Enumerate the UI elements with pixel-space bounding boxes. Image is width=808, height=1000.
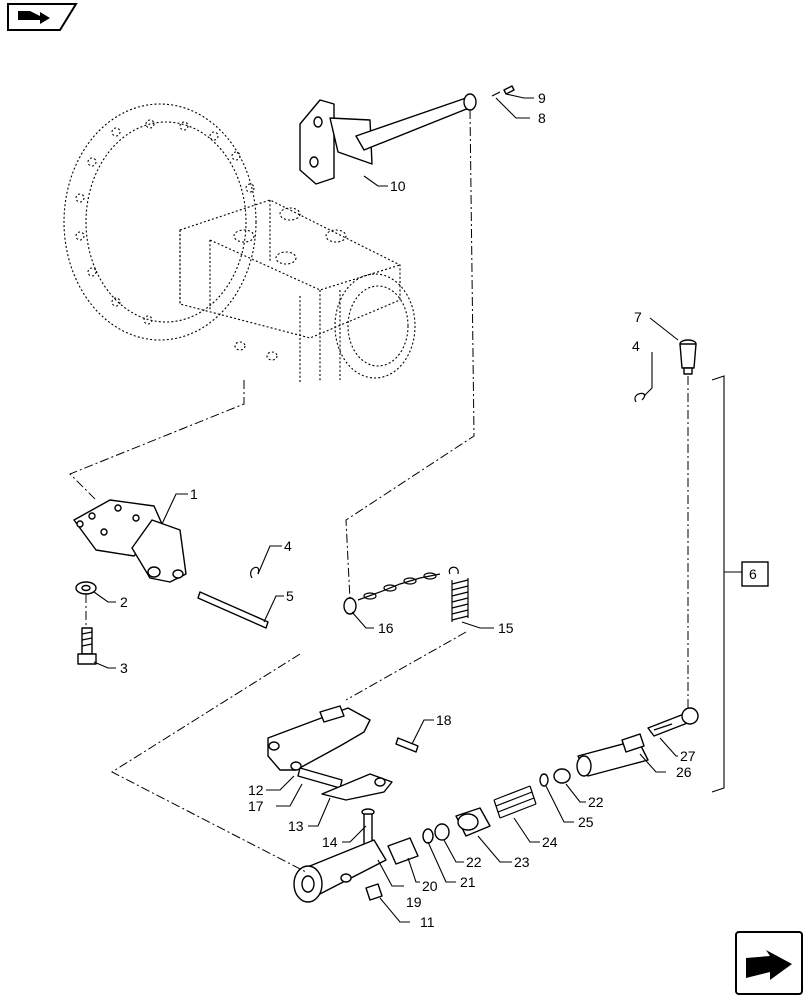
part-23-sleeve [455,807,491,837]
assembly-lines [69,109,689,873]
callout-20: 20 [422,878,438,894]
book-arrow-icon[interactable] [7,3,78,31]
callout-17: 17 [248,798,264,814]
callout-21: 21 [460,874,476,890]
part-20-bushing [387,837,419,865]
next-page-arrow-icon[interactable] [735,931,803,995]
callout-9: 9 [538,90,546,106]
callout-4-right: 4 [632,338,640,354]
part-2-washer [75,581,97,595]
callout-6: 6 [749,566,757,582]
part-17-pin [297,767,343,789]
part-12-latch-bracket [267,705,371,771]
part-27-eye-end [647,707,699,737]
part-15-spring [448,566,469,622]
callout-22-right: 22 [588,794,604,810]
group-6-bracket [711,375,725,793]
callout-5: 5 [286,588,294,604]
callout-numbers: 1 2 3 4 4 5 6 7 8 9 10 11 12 13 14 15 16… [120,90,757,930]
callout-25: 25 [578,814,594,830]
part-11-fitting [365,883,383,901]
part-18-pin [395,737,419,753]
callout-13: 13 [288,818,304,834]
part-8-9-pin-clip [491,85,515,97]
part-13-lever [321,773,393,801]
part-1-bracket [73,499,187,583]
callout-11: 11 [420,914,435,930]
callout-3: 3 [120,660,128,676]
callout-16: 16 [378,620,394,636]
part-4-cotter-pin [250,392,646,579]
callout-19: 19 [406,894,422,910]
callout-1: 1 [190,486,198,502]
flange-bolt-holes [75,119,255,325]
part-5-pin [197,591,269,629]
part-16-chain [343,572,441,615]
part-7-pin [679,339,697,375]
callout-23: 23 [514,854,530,870]
group-6-box [741,561,769,587]
part-10-bracket [299,93,477,185]
callout-15: 15 [498,620,514,636]
part-3-bolt [77,627,97,665]
callout-18: 18 [436,712,452,728]
callout-leaders [93,93,679,923]
part-24-spring [493,785,537,819]
callout-26: 26 [676,764,692,780]
callout-7: 7 [634,309,642,325]
housing-bosses [233,207,347,265]
callout-14: 14 [322,834,338,850]
part-26-rod [576,733,649,777]
callout-4: 4 [284,538,292,554]
callout-8: 8 [538,110,546,126]
part-22-washer [434,768,571,841]
axle-housing [63,103,416,384]
callout-27: 27 [680,748,696,764]
callout-12: 12 [248,782,264,798]
part-19-cylinder [293,839,387,903]
part-25-clip [539,773,549,787]
callout-24: 24 [542,834,558,850]
part-21-ring [422,828,434,844]
callout-2: 2 [120,594,128,610]
callout-22-left: 22 [466,854,482,870]
callout-10: 10 [390,178,406,194]
